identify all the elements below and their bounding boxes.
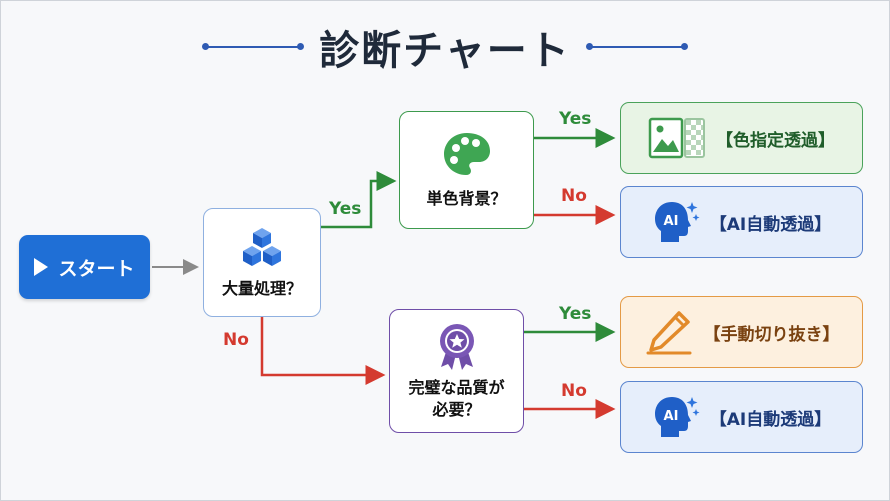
play-icon: [34, 258, 49, 276]
ai-head-icon: AI: [652, 393, 700, 441]
decision-mass-label: 大量処理？: [221, 278, 302, 298]
result-ai-1-label: 【AI自動透過】: [709, 214, 832, 235]
result-manual-label: 【手動切り抜き】: [703, 324, 840, 345]
decision-bg-label: 単色背景？: [426, 189, 507, 208]
image-transparency-icon: [648, 116, 706, 160]
decision-mass-processing: 大量処理？: [203, 208, 321, 317]
title-bar: 診断チャート: [1, 21, 889, 74]
result-ai-auto-1: AI 【AI自動透過】: [620, 186, 863, 258]
edge-label-mass-no: No: [223, 330, 249, 350]
decision-single-color-bg: 単色背景？: [399, 111, 534, 229]
result-color-transparency: 【色指定透過】: [620, 102, 863, 174]
mass-no-arrow: [260, 317, 386, 385]
award-ribbon-icon: [439, 324, 474, 370]
start-label: スタート: [58, 257, 135, 280]
edge-label-bg-yes: Yes: [559, 109, 592, 129]
page-title: 診断チャート: [319, 28, 571, 74]
palette-icon: [443, 133, 490, 175]
result-ai-2-label: 【AI自動透過】: [709, 409, 832, 430]
edge-label-perfect-yes: Yes: [559, 304, 592, 324]
edge-label-perfect-no: No: [561, 381, 587, 401]
result-color-label: 【色指定透過】: [716, 130, 835, 151]
decision-perfect-label-2: 必要？: [432, 400, 481, 419]
edge-label-bg-no: No: [561, 186, 587, 206]
mass-yes-arrow: [321, 171, 397, 229]
decision-perfect-quality: 完璧な品質が 必要？: [389, 309, 524, 433]
ai-badge-text: AI: [663, 409, 678, 424]
result-manual-cutout: 【手動切り抜き】: [620, 296, 863, 368]
result-ai-auto-2: AI 【AI自動透過】: [620, 381, 863, 453]
start-node: スタート: [19, 235, 150, 299]
title-right-line: [585, 43, 688, 50]
edge-label-mass-yes: Yes: [329, 199, 362, 219]
ai-head-icon: AI: [652, 198, 700, 246]
decision-perfect-label-1: 完璧な品質が: [408, 378, 505, 397]
pen-icon: [644, 309, 694, 355]
cubes-icon: [243, 227, 281, 266]
ai-badge-text: AI: [663, 214, 678, 229]
title-left-line: [202, 43, 305, 50]
